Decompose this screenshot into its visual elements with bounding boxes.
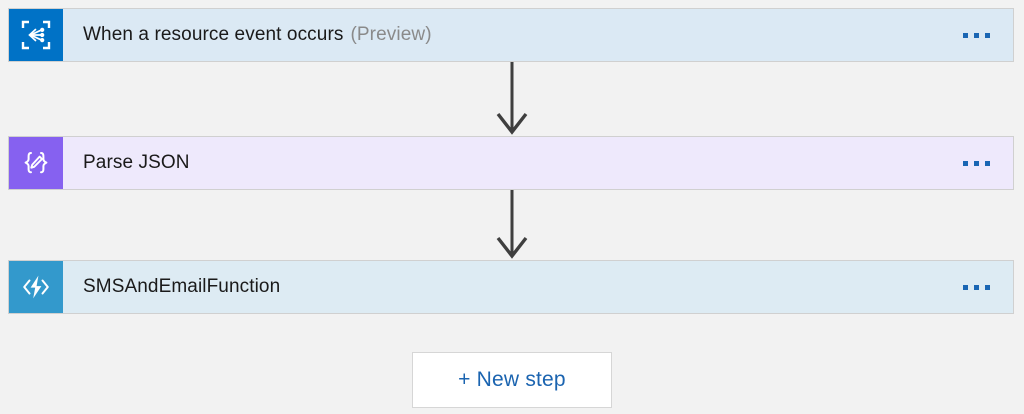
new-step-button[interactable]: + New step — [412, 352, 612, 408]
step-overflow-menu-button[interactable] — [939, 137, 1013, 189]
menu-dot-icon — [973, 284, 979, 290]
menu-dot-icon — [973, 160, 979, 166]
event-grid-icon — [9, 9, 63, 61]
menu-dot-icon — [962, 160, 968, 166]
parse-json-icon — [9, 137, 63, 189]
step-title-text: When a resource event occurs — [83, 24, 344, 45]
step-overflow-menu-button[interactable] — [939, 9, 1013, 61]
menu-dot-icon — [973, 32, 979, 38]
step-card-smsandemailfunction[interactable]: SMSAndEmailFunction — [8, 260, 1014, 314]
step-overflow-menu-button[interactable] — [939, 261, 1013, 313]
step-title-text: Parse JSON — [83, 152, 190, 173]
menu-dot-icon — [984, 32, 990, 38]
arrow-step2-to-step3 — [490, 190, 534, 260]
step-title: Parse JSON — [63, 137, 939, 189]
menu-dot-icon — [962, 32, 968, 38]
menu-dot-icon — [962, 284, 968, 290]
step-card-parse-json[interactable]: Parse JSON — [8, 136, 1014, 190]
step-title-suffix: (Preview) — [350, 24, 432, 45]
menu-dot-icon — [984, 160, 990, 166]
arrow-step1-to-step2 — [490, 62, 534, 136]
azure-function-icon — [9, 261, 63, 313]
step-card-when-a-resource-event-occurs[interactable]: When a resource event occurs (Preview) — [8, 8, 1014, 62]
step-title: SMSAndEmailFunction — [63, 261, 939, 313]
step-title: When a resource event occurs (Preview) — [63, 9, 939, 61]
menu-dot-icon — [984, 284, 990, 290]
step-title-text: SMSAndEmailFunction — [83, 276, 281, 297]
